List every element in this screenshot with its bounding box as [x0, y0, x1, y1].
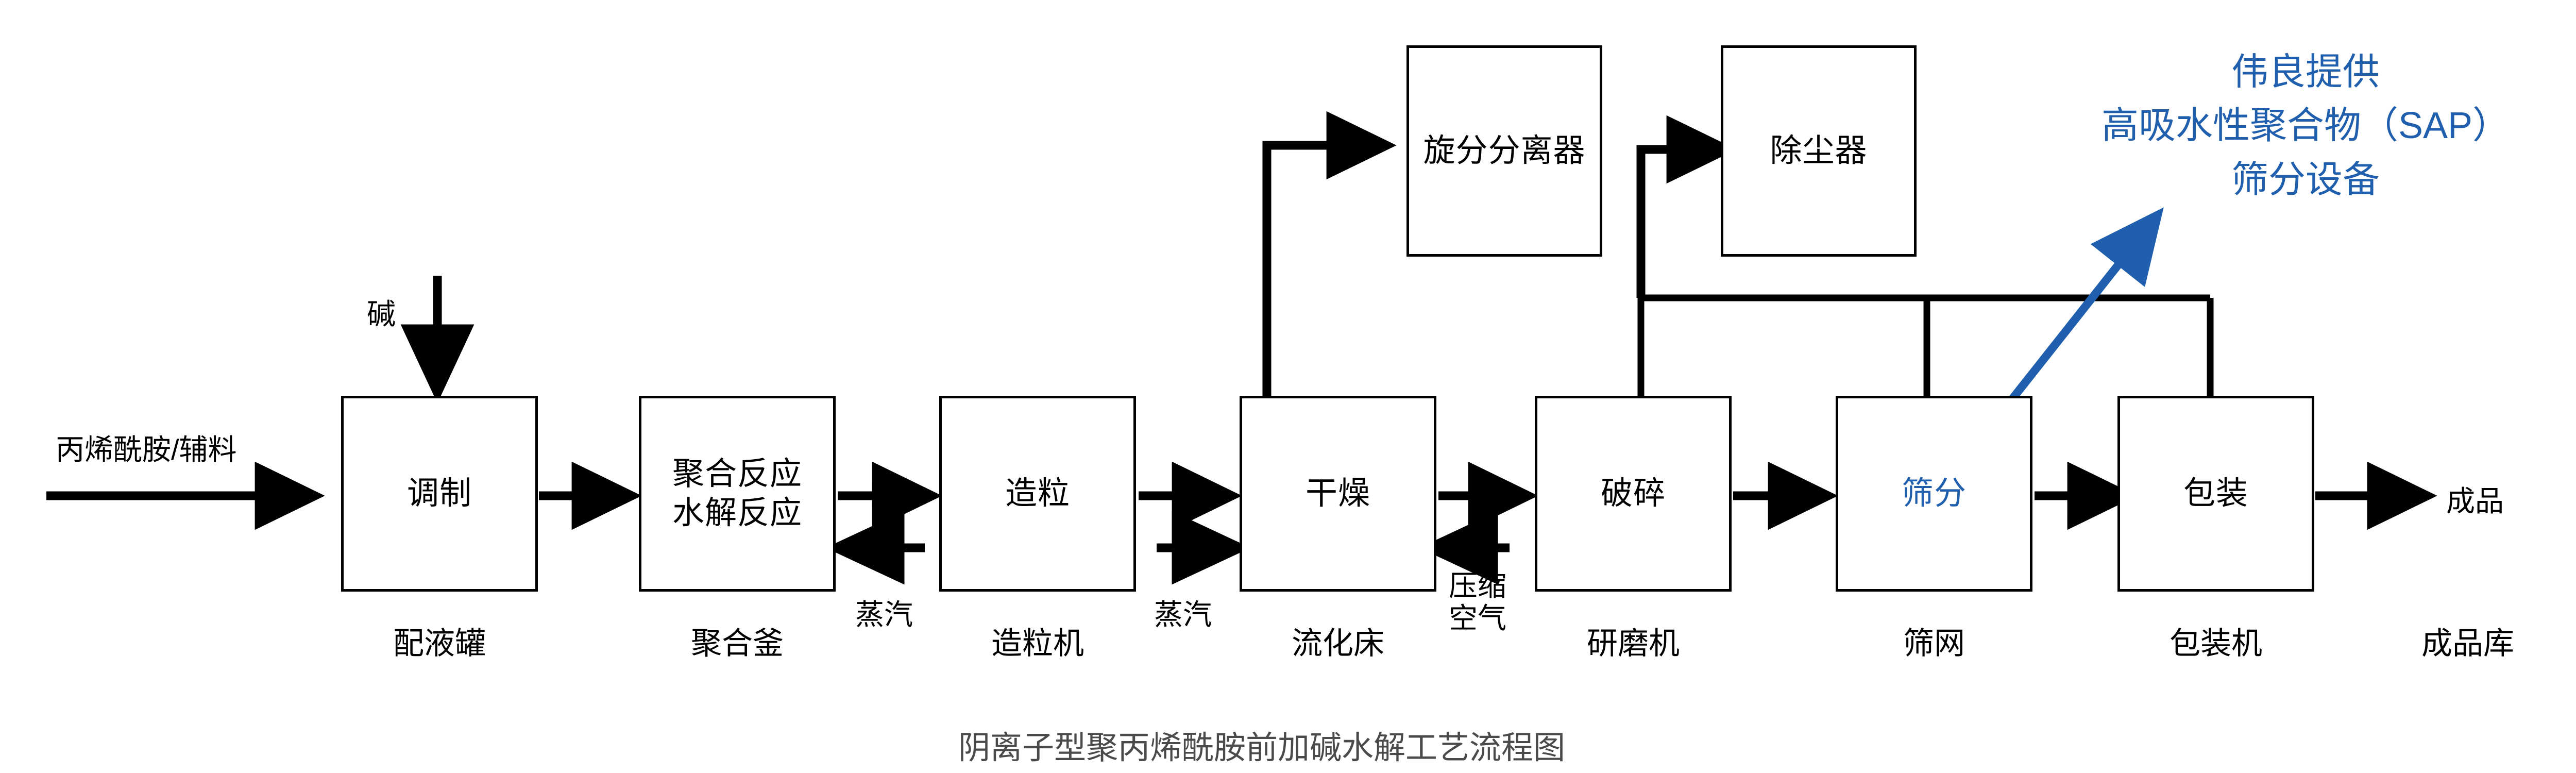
box-shaifen-label: 筛分	[1901, 476, 1967, 512]
box-cyclone-separator[interactable]: 旋分分离器	[1406, 45, 1602, 257]
box-juhe[interactable]: 聚合反应 水解反应	[639, 396, 836, 592]
diagram-caption: 阴离子型聚丙烯酰胺前加碱水解工艺流程图	[958, 730, 1566, 766]
equipment-label-zaoliji: 造粒机	[991, 626, 1084, 661]
box-cyclone-label: 旋分分离器	[1423, 133, 1586, 169]
stream-label-steam-ganzao: 蒸汽	[1154, 598, 1212, 631]
stream-label-steam-juhe: 蒸汽	[855, 598, 913, 631]
box-dust-label: 除尘器	[1770, 133, 1868, 169]
box-zaoli[interactable]: 造粒	[939, 396, 1136, 592]
stream-label-alkali: 碱	[367, 298, 396, 330]
box-ganzao[interactable]: 干燥	[1240, 396, 1436, 592]
stream-label-product: 成品	[2446, 485, 2504, 517]
stream-label-compressed-air: 压缩 空气	[1449, 569, 1506, 634]
equipment-label-peiyeguan: 配液罐	[393, 626, 486, 661]
box-ganzao-label: 干燥	[1305, 476, 1370, 512]
box-juhe-label: 聚合反应 水解反应	[672, 456, 802, 531]
box-baozhuang[interactable]: 包装	[2117, 396, 2314, 592]
box-zaoli-label: 造粒	[1005, 476, 1070, 512]
wire-ganzao-to-cyclone	[1262, 111, 1397, 396]
box-tiaozhi-label: 调制	[406, 476, 472, 512]
equipment-label-juhefu: 聚合釜	[691, 626, 784, 661]
box-baozhuang-label: 包装	[2183, 476, 2248, 512]
box-posui-label: 破碎	[1600, 476, 1666, 512]
stream-label-warehouse: 成品库	[2421, 626, 2514, 661]
equipment-label-baozhuangji: 包装机	[2170, 626, 2262, 661]
annotation-callout: 伟良提供 高吸水性聚合物（SAP） 筛分设备	[2101, 52, 2510, 200]
stream-label-feed: 丙烯酰胺/辅料	[56, 433, 237, 466]
equipment-label-yanmoji: 研磨机	[1587, 626, 1680, 661]
equipment-label-shaiwang: 筛网	[1903, 626, 1965, 661]
box-shaifen[interactable]: 筛分	[1836, 396, 2032, 592]
wire-bus-to-dust	[1636, 115, 1737, 298]
box-dust-collector[interactable]: 除尘器	[1721, 45, 1917, 257]
box-tiaozhi[interactable]: 调制	[341, 396, 538, 592]
equipment-label-liuhuachuang: 流化床	[1292, 626, 1384, 661]
box-posui[interactable]: 破碎	[1535, 396, 1732, 592]
